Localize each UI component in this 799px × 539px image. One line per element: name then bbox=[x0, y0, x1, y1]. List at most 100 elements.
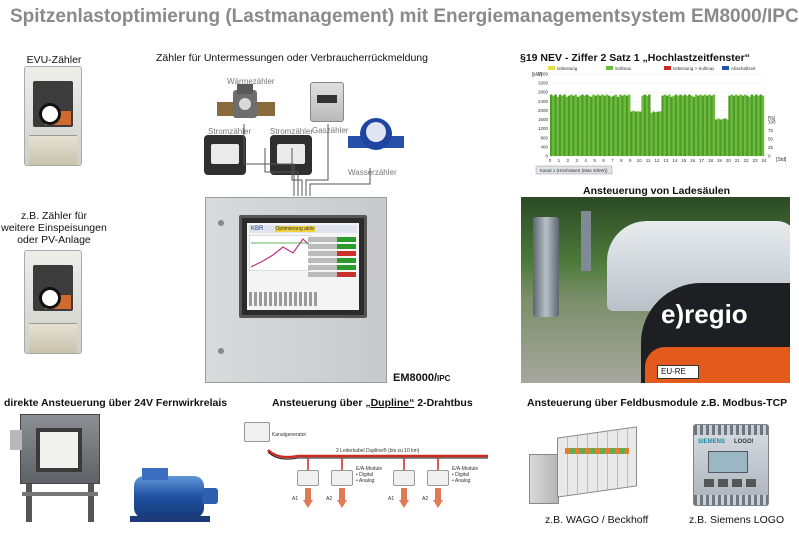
chart-bar bbox=[643, 94, 647, 156]
chart-bar bbox=[639, 111, 642, 156]
chart-x-tick: 0 bbox=[549, 158, 552, 163]
chart-bar bbox=[735, 94, 738, 156]
chart-legend-label: Istleistung > Sollmax bbox=[673, 66, 715, 71]
fieldbus-heading: Ansteuerung über Feldbusmodule z.B. Modb… bbox=[527, 397, 788, 409]
chart-bar bbox=[605, 94, 609, 156]
water-meter-image bbox=[348, 112, 404, 160]
chart-bar bbox=[699, 94, 702, 156]
chart-bar bbox=[634, 111, 638, 156]
siemens-label: z.B. Siemens LOGO bbox=[689, 514, 785, 526]
chart-bar bbox=[659, 111, 662, 156]
chart-x-tick: 6 bbox=[602, 158, 605, 163]
chart-bar bbox=[730, 94, 733, 156]
chart-bar bbox=[739, 94, 742, 156]
device-name: EM8000/IPC bbox=[393, 372, 451, 384]
chart-bar bbox=[581, 94, 584, 156]
chart-bar bbox=[657, 111, 660, 156]
charging-station-photo: e)regio EU-RE bbox=[521, 197, 790, 383]
chart-bar bbox=[661, 95, 664, 156]
chart-y2-tick: 100 bbox=[768, 120, 776, 125]
chart-bar bbox=[663, 94, 667, 156]
chart-bar bbox=[587, 95, 591, 156]
chart-y-tick: 800 bbox=[540, 135, 548, 140]
chart-bar bbox=[690, 95, 693, 156]
dupline-diagram: Kanalgenerator 2 Leiterkabel Dupline® (b… bbox=[238, 412, 492, 524]
chart-bar bbox=[621, 95, 624, 156]
power-meter-2-label: Stromzähler bbox=[270, 127, 314, 136]
further-meter-label: z.B. Zähler für weitere Einspeisungen od… bbox=[1, 210, 107, 246]
chart-x-tick: 1 bbox=[558, 158, 561, 163]
chart-bar bbox=[755, 94, 758, 156]
chart-bar bbox=[752, 95, 756, 156]
evu-meter-label: EVU-Zähler bbox=[26, 54, 82, 66]
chart-bar bbox=[554, 94, 557, 156]
power-meter-1-image bbox=[204, 135, 246, 175]
io-module-4 bbox=[427, 470, 449, 486]
chart-y-tick: 2000 bbox=[538, 108, 549, 113]
chart-bar bbox=[717, 118, 720, 156]
chart-bar bbox=[746, 95, 749, 156]
plc-brand: SIEMENS bbox=[698, 439, 726, 445]
chart-bar bbox=[674, 94, 678, 156]
chart-bar bbox=[714, 119, 718, 156]
chart-bar bbox=[694, 94, 698, 156]
heat-meter-image bbox=[217, 84, 275, 124]
chart-legend-label: Abschaltzeit bbox=[731, 66, 756, 71]
siemens-logo-image: SIEMENS LOGO! bbox=[693, 424, 769, 506]
chart-bar bbox=[748, 96, 751, 156]
chart-x-tick: 16 bbox=[690, 158, 696, 163]
chart-x-tick: 19 bbox=[717, 158, 723, 163]
chart-bar bbox=[741, 95, 745, 156]
chart-bar bbox=[592, 94, 595, 156]
chart-bar bbox=[719, 119, 722, 156]
chart-bar bbox=[565, 96, 569, 156]
chart-bar bbox=[552, 95, 555, 156]
chart-legend-label: Istleistung bbox=[557, 66, 578, 71]
chart-bar bbox=[679, 94, 682, 156]
heat-meter-label: Wärmezähler bbox=[227, 77, 275, 86]
chart-bar bbox=[558, 94, 562, 156]
chart-bar bbox=[723, 118, 727, 156]
chart-bar bbox=[708, 94, 711, 156]
chart-bar bbox=[603, 95, 606, 156]
chart-bar bbox=[652, 111, 655, 156]
chart-bar bbox=[619, 94, 622, 156]
chart-x-tick: 9 bbox=[629, 158, 632, 163]
io-module-3 bbox=[393, 470, 415, 486]
chart-bar bbox=[578, 95, 582, 156]
chart-x-tick: 22 bbox=[744, 158, 750, 163]
io-module-2 bbox=[331, 470, 353, 486]
chart-bar bbox=[636, 111, 640, 156]
chart-bar bbox=[550, 94, 553, 156]
license-plate: EU-RE bbox=[657, 365, 699, 379]
chart-bar bbox=[665, 95, 669, 156]
chart-bar bbox=[574, 94, 577, 156]
chart-x-tick: 2 bbox=[567, 158, 570, 163]
chart-x-tick: 24 bbox=[761, 158, 767, 163]
chart-bar bbox=[648, 94, 651, 156]
chart-bars bbox=[550, 94, 765, 156]
chart-bar bbox=[583, 95, 586, 156]
chart-footer-box bbox=[535, 165, 613, 175]
chart-bar bbox=[572, 95, 575, 156]
chart-y2-tick: 50 bbox=[768, 137, 774, 142]
pv-meter-image bbox=[24, 250, 82, 354]
chart-x-tick: 13 bbox=[663, 158, 669, 163]
chart-bar bbox=[683, 94, 687, 156]
chart-bar bbox=[697, 95, 700, 156]
chart-bar bbox=[601, 94, 604, 156]
chart-x-tick: 21 bbox=[735, 158, 741, 163]
chart-y2-tick: 0 bbox=[768, 154, 771, 159]
chart-bar bbox=[732, 95, 736, 156]
chart-y-tick: 2800 bbox=[538, 90, 549, 95]
chart-bar bbox=[672, 95, 676, 156]
chart-footer: Kanal 1 (Höchstwert (Max 40kW)) bbox=[540, 168, 608, 173]
direct-control-heading: direkte Ansteuerung über 24V Fernwirkrel… bbox=[4, 397, 228, 409]
chart-legend-swatch bbox=[664, 66, 671, 70]
module-label-1: E/A-Module• Digital• Analog bbox=[356, 466, 383, 484]
chart-x-tick: 12 bbox=[654, 158, 660, 163]
chart-bar bbox=[701, 95, 705, 156]
